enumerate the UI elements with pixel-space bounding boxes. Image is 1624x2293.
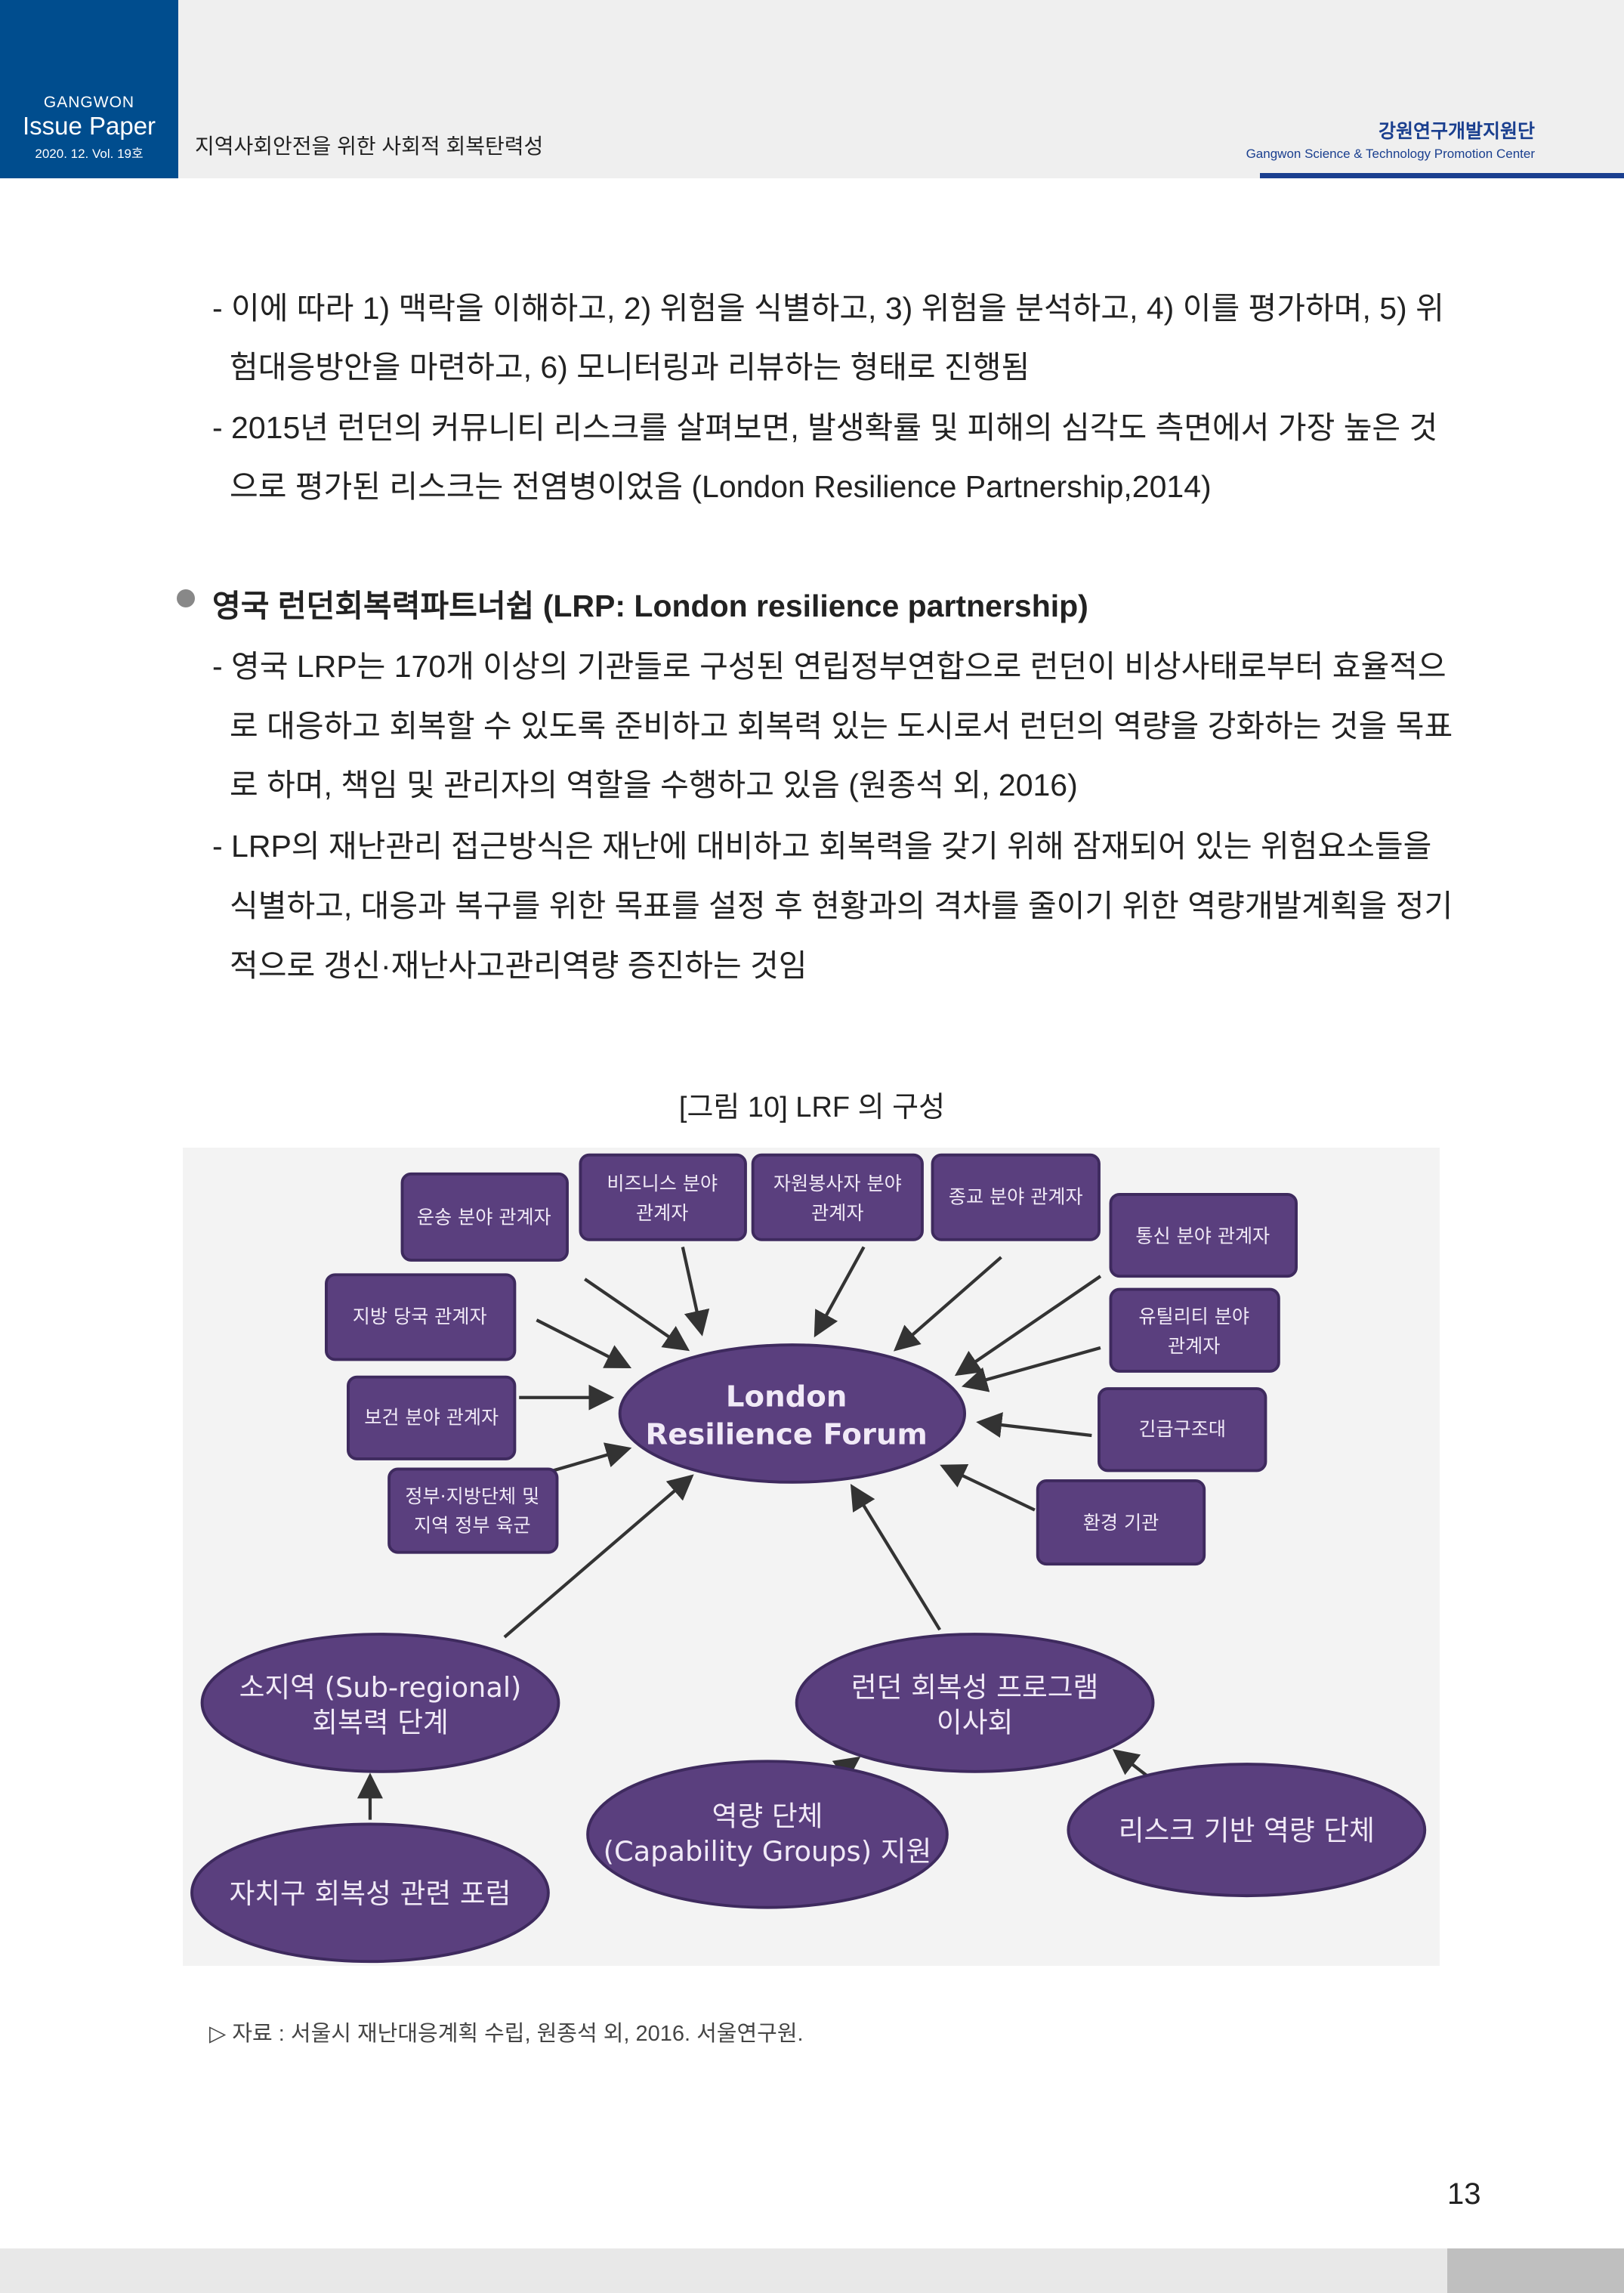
brand-name: Issue Paper: [22, 112, 156, 140]
box-label: 정부·지방단체 및: [405, 1485, 539, 1507]
bullet-icon: [177, 589, 195, 607]
page-header: GANGWON Issue Paper 2020. 12. Vol. 19호 지…: [0, 0, 1624, 178]
figure-caption: [그림 10] LRF 의 구성: [678, 1092, 946, 1123]
issue-number: 2020. 12. Vol. 19호: [35, 147, 144, 161]
oval-capability-groups: [586, 1760, 949, 1909]
oval-sub-regional: [200, 1633, 560, 1773]
oval-label: 회복력 단계: [312, 1707, 449, 1739]
page-number: 13: [1447, 2177, 1481, 2211]
box-business: [579, 1153, 747, 1241]
body-line: 적으로 갱신·재난사고관리역량 증진하는 것임: [230, 948, 807, 983]
box-label: 긴급구조대: [1138, 1418, 1226, 1440]
body-line: 험대응방안을 마련하고, 6) 모니터링과 리뷰하는 형태로 진행됨: [230, 350, 1030, 385]
box-telecom: [1109, 1192, 1298, 1278]
brand-top: GANGWON: [43, 94, 135, 111]
box-label: 관계자: [636, 1202, 688, 1224]
center-label: London: [726, 1380, 847, 1414]
oval-risk-capability: [1067, 1763, 1427, 1898]
box-health: [347, 1375, 517, 1460]
box-label: 통신 분야 관계자: [1135, 1225, 1270, 1247]
box-label: 운송 분야 관계자: [417, 1207, 551, 1228]
org-name-en: Gangwon Science & Technology Promotion C…: [1246, 147, 1535, 161]
box-label: 지방 당국 관계자: [353, 1306, 487, 1327]
box-label: 유틸리티 분야: [1138, 1306, 1249, 1327]
box-label: 관계자: [811, 1202, 863, 1224]
oval-label: 이사회: [937, 1707, 1013, 1739]
body-line: - LRP의 재난관리 접근방식은 재난에 대비하고 회복력을 갖기 위해 잠재…: [212, 829, 1432, 864]
oval-programme-board: [795, 1633, 1155, 1773]
box-environment: [1036, 1479, 1206, 1566]
box-label: 보건 분야 관계자: [364, 1407, 499, 1429]
oval-label: 역량 단체: [712, 1800, 823, 1832]
running-title: 지역사회안전을 위한 사회적 회복탄력성: [195, 134, 544, 158]
oval-label: 자치구 회복성 관련 포럼: [229, 1877, 511, 1910]
box-label: 관계자: [1168, 1335, 1220, 1357]
header-underline: [1260, 173, 1624, 178]
issue-paper-logo: GANGWON Issue Paper 2020. 12. Vol. 19호: [0, 0, 178, 178]
body-line: 으로 평가된 리스크는 전염병이었음 (London Resilience Pa…: [230, 469, 1212, 504]
oval-label: 소지역 (Sub-regional): [239, 1671, 522, 1704]
box-label: 비즈니스 분야: [607, 1173, 718, 1194]
section-heading: 영국 런던회복력파트너쉽 (LRP: London resilience par…: [212, 589, 1088, 623]
body-line: - 영국 LRP는 170개 이상의 기관들로 구성된 연립정부연합으로 런던이…: [212, 649, 1446, 684]
box-religion: [931, 1153, 1101, 1241]
body-line: 식별하고, 대응과 복구를 위한 목표를 설정 후 현황과의 격차를 줄이기 위…: [230, 888, 1453, 923]
center-label: Resilience Forum: [645, 1418, 927, 1452]
oval-label: 런던 회복성 프로그램: [851, 1671, 1099, 1704]
box-emergency: [1098, 1387, 1267, 1473]
org-name-ko: 강원연구개발지원단: [1378, 121, 1535, 142]
oval-label: 리스크 기반 역량 단체: [1119, 1815, 1375, 1847]
body-line: - 이에 따라 1) 맥락을 이해하고, 2) 위험을 식별하고, 3) 위험을…: [212, 291, 1444, 326]
body-line: - 2015년 런던의 커뮤니티 리스크를 살펴보면, 발생확률 및 피해의 심…: [212, 410, 1438, 445]
box-transport: [400, 1172, 569, 1262]
body-line: 로 대응하고 회복할 수 있도록 준비하고 회복력 있는 도시로서 런던의 역량…: [230, 709, 1453, 743]
oval-london-resilience-forum: [618, 1343, 966, 1484]
oval-label: (Capability Groups) 지원: [604, 1835, 932, 1868]
box-label: 지역 정부 육군: [414, 1515, 531, 1537]
box-government: [387, 1467, 559, 1554]
box-label: 자원봉사자 분야: [773, 1173, 902, 1194]
box-local-authority: [325, 1273, 517, 1361]
box-volunteer: [751, 1153, 924, 1241]
footer-block: [1447, 2248, 1624, 2293]
box-utility: [1109, 1287, 1280, 1373]
arrows: [357, 1246, 1149, 1820]
body-line: 로 하며, 책임 및 관리자의 역할을 수행하고 있음 (원종석 외, 2016…: [230, 768, 1078, 802]
page-footer: [0, 2248, 1624, 2293]
figure-source: ▷ 자료 : 서울시 재난대응계획 수립, 원종석 외, 2016. 서울연구원…: [209, 2022, 804, 2046]
lrf-diagram: 운송 분야 관계자 비즈니스 분야 관계자 자원봉사자 분야 관계자 종교 분야…: [183, 1148, 1440, 1966]
lrf-diagram-svg: 운송 분야 관계자 비즈니스 분야 관계자 자원봉사자 분야 관계자 종교 분야…: [190, 1153, 1427, 1964]
box-label: 환경 기관: [1083, 1512, 1159, 1534]
box-label: 종교 분야 관계자: [949, 1185, 1083, 1207]
oval-borough-forum: [190, 1822, 550, 1964]
